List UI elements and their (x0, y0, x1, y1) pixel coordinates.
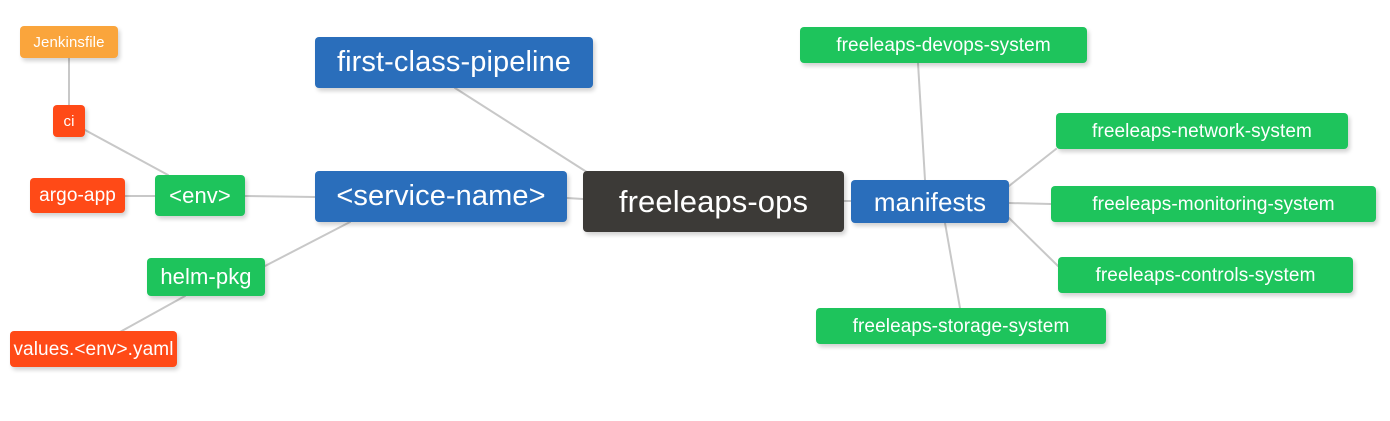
edge-manifests-to-freeleaps-controls-system (1008, 217, 1059, 267)
edge-env-to-ci (84, 129, 169, 176)
node-freeleaps-devops-system[interactable]: freeleaps-devops-system (800, 27, 1087, 63)
edge-manifests-to-freeleaps-devops-system (917, 62, 926, 181)
node-helm-pkg[interactable]: helm-pkg (147, 258, 265, 296)
node-env[interactable]: <env> (155, 175, 245, 216)
node-ci[interactable]: ci (53, 105, 85, 137)
edge-manifests-to-freeleaps-network-system (1008, 148, 1057, 187)
node-argo-app[interactable]: argo-app (30, 178, 125, 213)
node-values-env-yaml[interactable]: values.<env>.yaml (10, 331, 177, 367)
edge-freeleaps-ops-to-service-name (566, 197, 584, 200)
node-freeleaps-network-system[interactable]: freeleaps-network-system (1056, 113, 1348, 149)
node-service-name[interactable]: <service-name> (315, 171, 567, 222)
node-jenkinsfile[interactable]: Jenkinsfile (20, 26, 118, 58)
edge-freeleaps-ops-to-first-class-pipeline (454, 87, 594, 177)
edge-manifests-to-freeleaps-storage-system (944, 222, 961, 309)
node-freeleaps-storage-system[interactable]: freeleaps-storage-system (816, 308, 1106, 344)
node-freeleaps-monitoring-system[interactable]: freeleaps-monitoring-system (1051, 186, 1376, 222)
edge-service-name-to-env (244, 195, 316, 198)
node-first-class-pipeline[interactable]: first-class-pipeline (315, 37, 593, 88)
edge-helm-pkg-to-values-env-yaml (119, 295, 186, 333)
node-freeleaps-ops[interactable]: freeleaps-ops (583, 171, 844, 232)
edge-manifests-to-freeleaps-monitoring-system (1008, 202, 1052, 205)
node-manifests[interactable]: manifests (851, 180, 1009, 223)
node-freeleaps-controls-system[interactable]: freeleaps-controls-system (1058, 257, 1353, 293)
edge-service-name-to-helm-pkg (264, 221, 351, 267)
